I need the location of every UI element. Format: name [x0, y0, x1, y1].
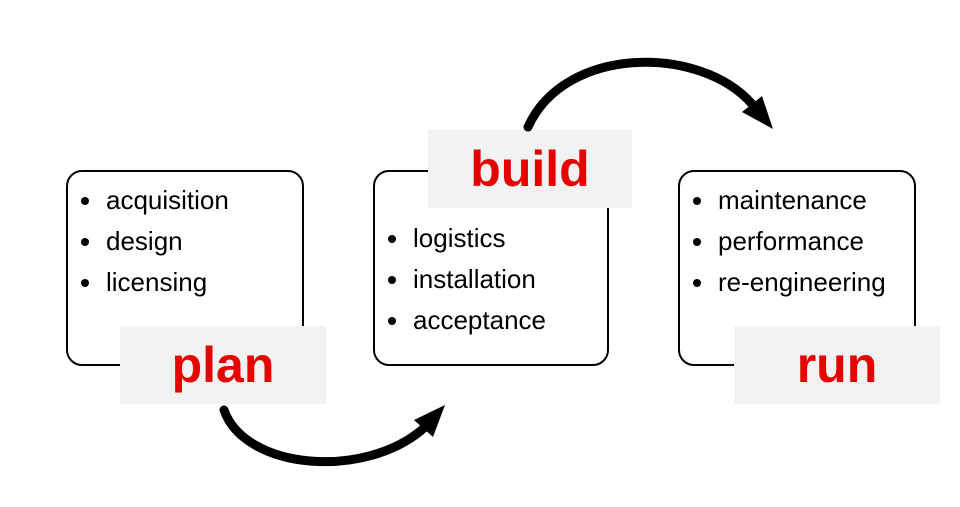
- run-items: maintenance performance re-engineering: [680, 180, 914, 303]
- build-label: build: [428, 130, 632, 208]
- list-item: licensing: [68, 262, 302, 303]
- run-label: run: [734, 326, 940, 404]
- list-item: maintenance: [680, 180, 914, 221]
- list-item: installation: [375, 259, 607, 300]
- list-item: acquisition: [68, 180, 302, 221]
- list-item: re-engineering: [680, 262, 914, 303]
- plan-to-build-arrow: [219, 405, 445, 467]
- list-item: design: [68, 221, 302, 262]
- list-item: performance: [680, 221, 914, 262]
- plan-items: acquisition design licensing: [68, 180, 302, 303]
- plan-label: plan: [120, 326, 326, 404]
- build-to-run-arrow: [523, 57, 773, 132]
- list-item: logistics: [375, 218, 607, 259]
- build-items: logistics installation acceptance: [375, 218, 607, 341]
- list-item: acceptance: [375, 300, 607, 341]
